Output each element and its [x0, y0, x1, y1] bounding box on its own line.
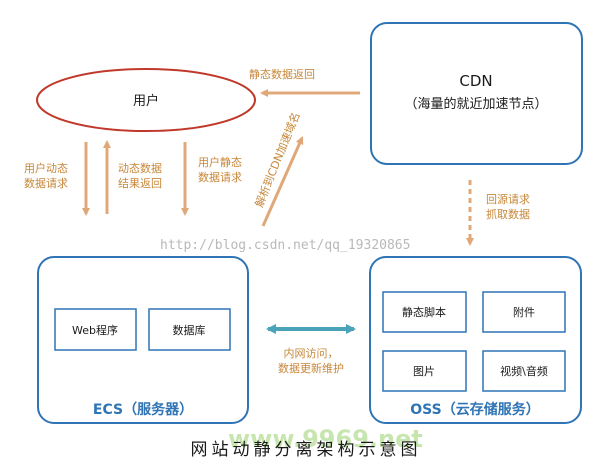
static-return-label: 静态数据返回	[249, 67, 315, 81]
database-label: 数据库	[173, 323, 206, 337]
oss-box	[369, 256, 582, 424]
cdn-title: CDN	[459, 72, 492, 90]
image-label: 图片	[413, 365, 435, 378]
user-dynamic-label-2: 数据请求	[24, 176, 68, 190]
user-dynamic-label-1: 用户动态	[24, 161, 68, 175]
diagram-caption: 网站动静分离架构示意图	[191, 440, 422, 460]
static-script-label: 静态脚本	[402, 305, 446, 319]
user-ellipse	[36, 68, 256, 132]
resolve-cdn-arrow	[261, 136, 304, 227]
oss-title: OSS（云存储服务）	[410, 401, 539, 418]
user-static-label-2: 数据请求	[198, 170, 242, 184]
origin-label-1: 回源请求	[486, 192, 530, 206]
attachment-label: 附件	[513, 305, 535, 319]
web-app-box	[54, 308, 137, 351]
intranet-label-1: 内网访问，	[284, 346, 339, 360]
cdn-box	[370, 22, 583, 165]
ecs-title: ECS（服务器）	[93, 401, 193, 418]
video-audio-box	[482, 350, 566, 392]
intranet-label-2: 数据更新维护	[278, 361, 344, 375]
user-static-label-1: 用户静态	[198, 155, 242, 169]
dynamic-result-label-1: 动态数据	[118, 161, 162, 175]
ecs-box	[37, 256, 249, 424]
static-script-box	[382, 291, 467, 333]
user-label: 用户	[133, 93, 159, 109]
video-audio-label: 视频\音频	[500, 364, 548, 378]
watermark-site: www.9969.net	[228, 425, 423, 453]
database-box	[148, 308, 231, 351]
origin-label-2: 抓取数据	[486, 207, 530, 221]
dynamic-result-label-2: 结果返回	[118, 177, 162, 190]
web-app-label: Web程序	[72, 323, 118, 337]
cdn-subtitle: （海量的就近加速节点）	[404, 96, 547, 112]
attachment-box	[482, 291, 566, 333]
image-box	[382, 350, 467, 392]
watermark-url: http://blog.csdn.net/qq_19320865	[160, 238, 410, 253]
